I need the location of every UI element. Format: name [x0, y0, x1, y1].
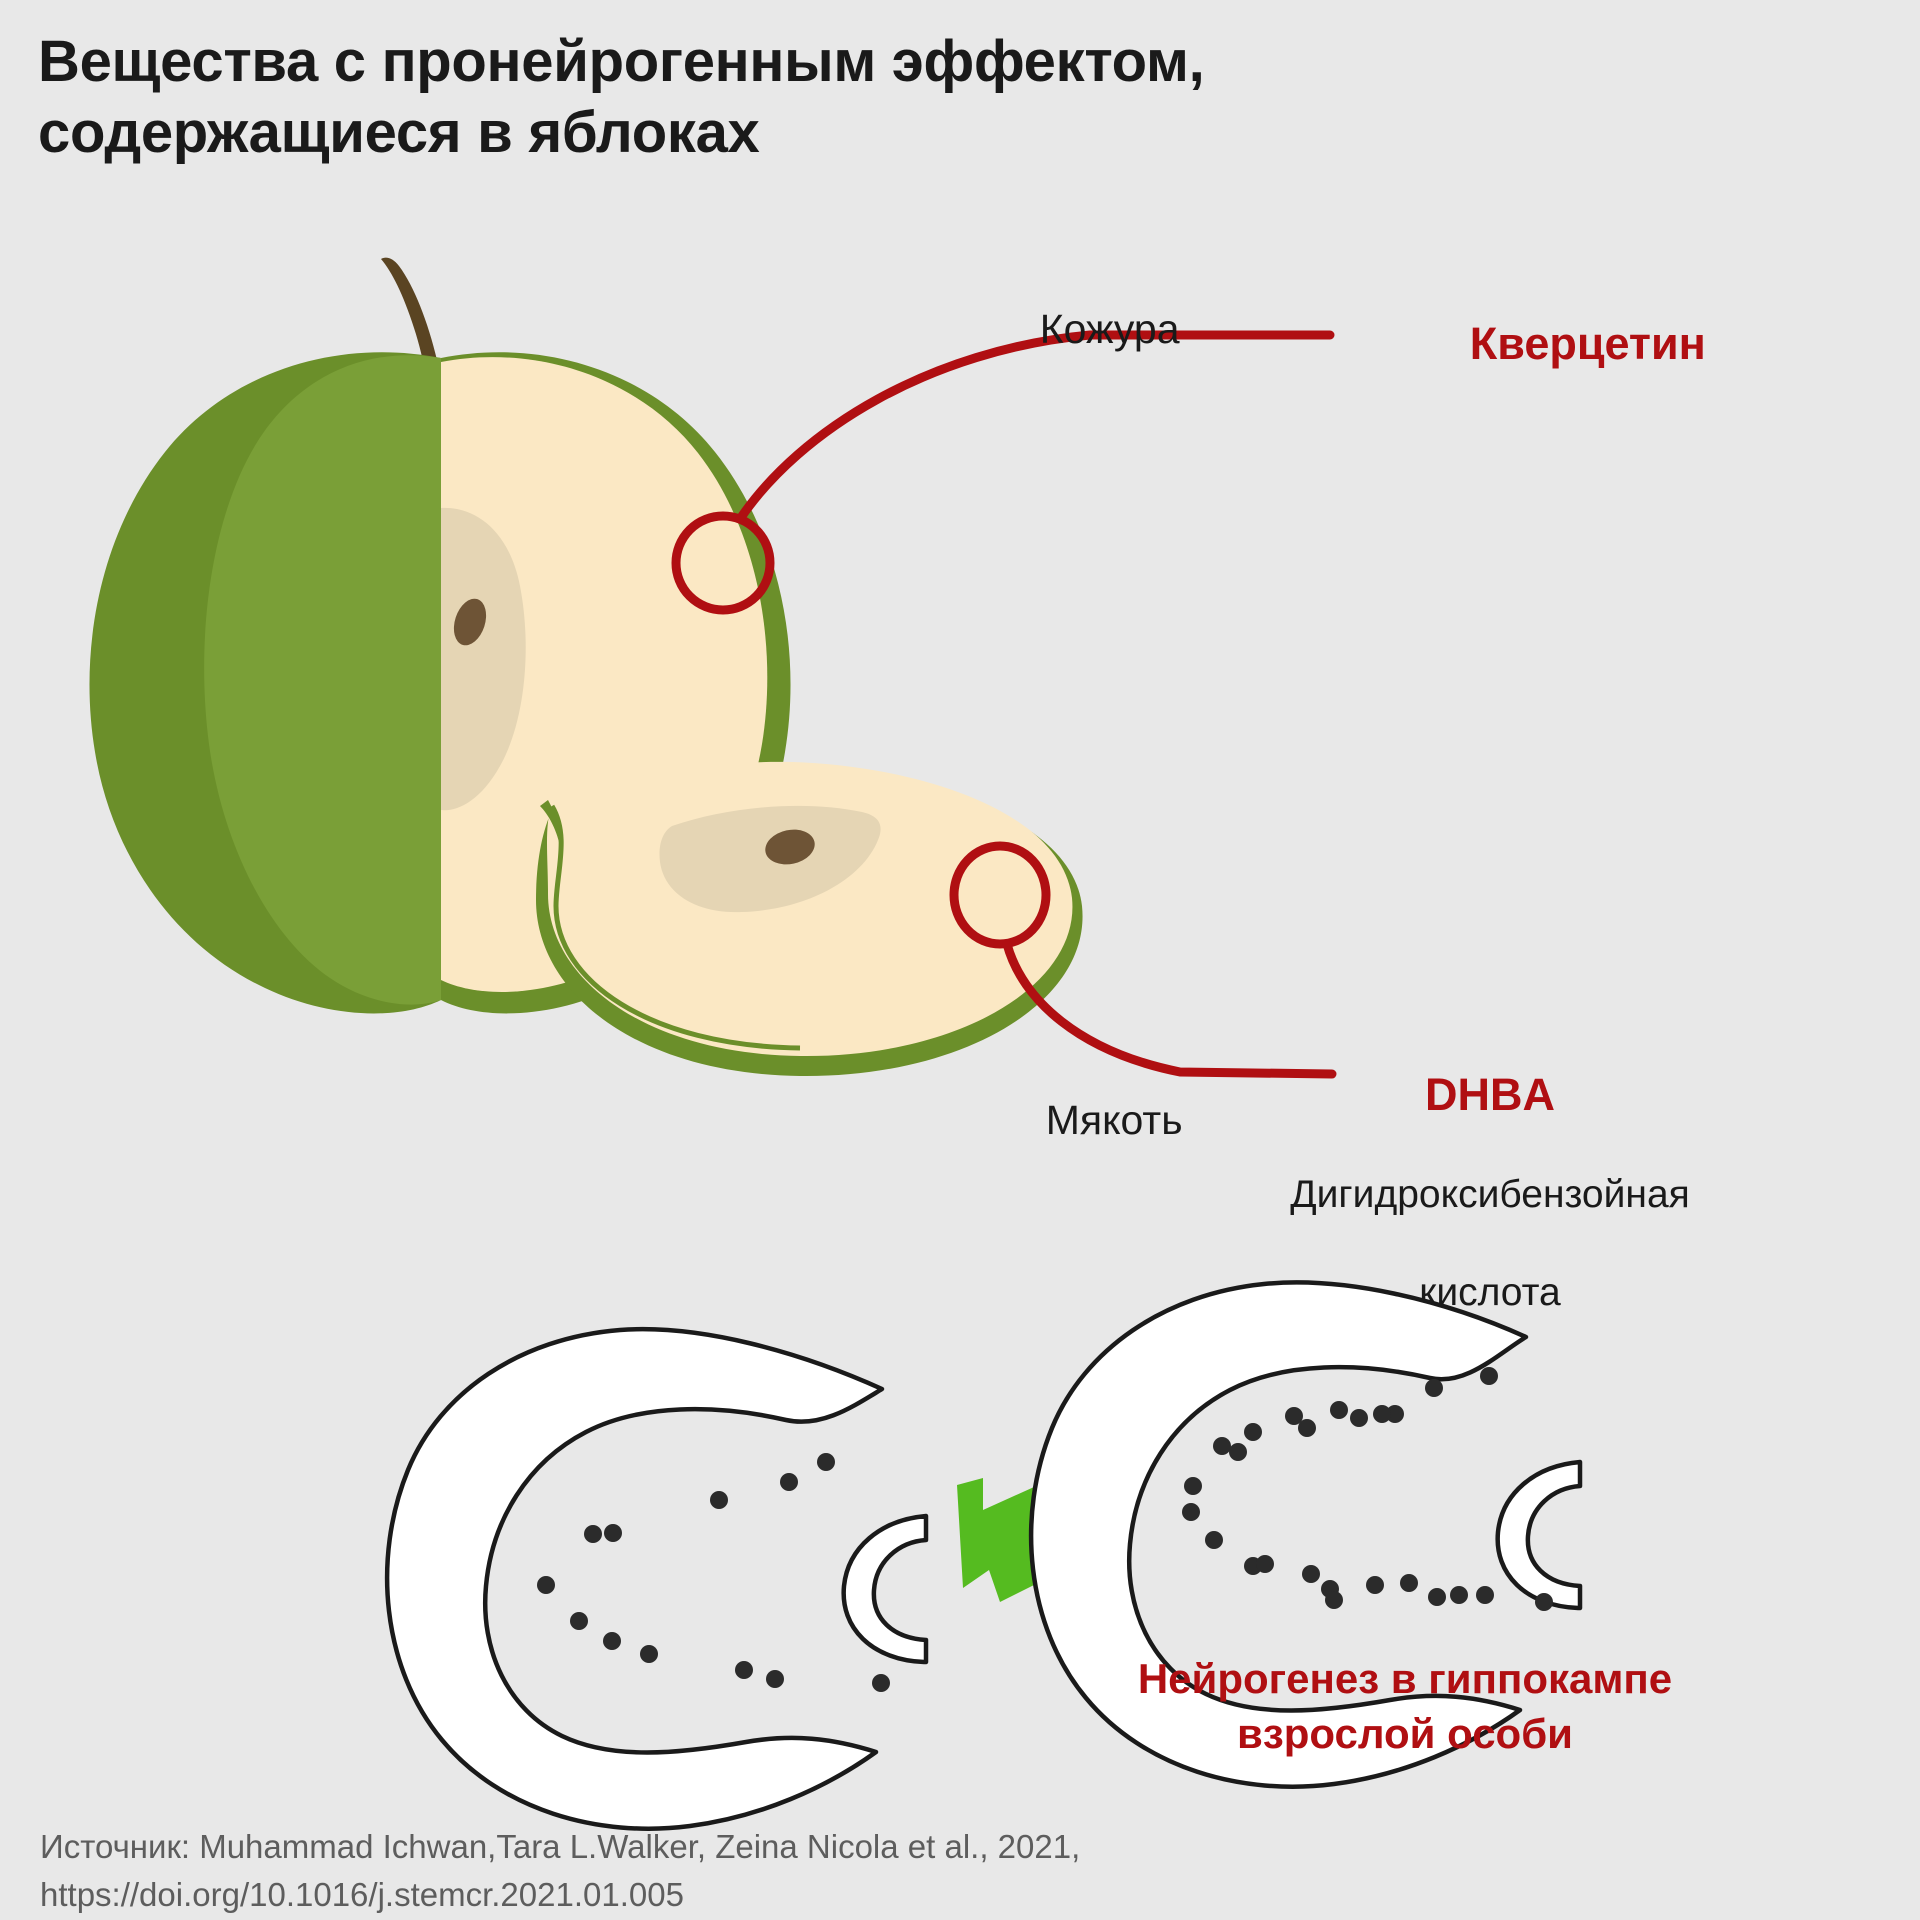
apple-seed-upper	[453, 598, 487, 646]
apple-flesh-cut	[441, 357, 768, 992]
apple-skin-light	[204, 355, 441, 1005]
callout-compound-quercetin: Кверцетин	[1452, 300, 1706, 388]
apple-slice-seed	[765, 829, 815, 865]
hippocampus-before-neurons	[537, 1453, 890, 1692]
page-title: Вещества с пронейрогенным эффектом, соде…	[38, 26, 1738, 169]
dhba-full-name-line-1: Дигидроксибензойная	[1290, 1173, 1690, 1216]
skin-part-label: Кожура	[1039, 306, 1180, 352]
page-title-line-1: Вещества с пронейрогенным эффектом,	[38, 29, 1205, 94]
hippocampus-after-neurons	[1182, 1367, 1553, 1611]
callout-label-skin: Кожура	[1022, 288, 1180, 371]
neurogenesis-caption-line-1: Нейрогенез в гиппокампе	[1137, 1655, 1673, 1702]
neurogenesis-caption: Нейрогенез в гиппокампе взрослой особи	[1010, 1652, 1800, 1761]
flesh-part-label: Мякоть	[1045, 1097, 1183, 1143]
apple-stem	[393, 262, 452, 465]
hippocampus-before-inner-hook	[841, 1513, 929, 1665]
apple-skin-dark	[89, 352, 441, 1014]
apple-slice-inner-edge	[549, 804, 801, 1051]
hippocampus-after-inner-hook	[1495, 1459, 1583, 1611]
apple-skin-rim-right	[441, 352, 791, 1014]
skin-callout-circle	[671, 511, 775, 615]
source-credit: Источник: Muhammad Ichwan,Tara L.Walker,…	[40, 1823, 1540, 1919]
page-title-line-2: содержащиеся в яблоках	[38, 100, 760, 166]
quercetin-name: Кверцетин	[1469, 318, 1706, 369]
apple-slice-skin	[536, 767, 1083, 1077]
callout-label-flesh: Мякоть	[1028, 1079, 1183, 1162]
source-line-2[interactable]: https://doi.org/10.1016/j.stemcr.2021.01…	[40, 1875, 684, 1913]
dhba-abbreviation: DHBA	[1425, 1069, 1555, 1120]
dhba-full-name-line-2: кислота	[1419, 1270, 1561, 1314]
flesh-callout-circle	[949, 841, 1051, 949]
neurogenesis-caption-line-2: взрослой особи	[1237, 1709, 1573, 1757]
callout-compound-dhba: DHBA Дигидроксибензойная кислота	[1230, 1033, 1750, 1352]
apple-slice-flesh	[547, 761, 1073, 1057]
apple-slice-notch	[540, 800, 560, 846]
source-line-1: Источник: Muhammad Ichwan,Tara L.Walker,…	[40, 1828, 1081, 1865]
apple-core-shading	[441, 507, 526, 811]
hippocampus-before	[384, 1327, 929, 1831]
hippocampus-before-outer-band	[384, 1327, 885, 1831]
apple-stem-thickness	[381, 257, 454, 466]
apple-slice-core	[659, 805, 881, 913]
green-arrow-icon	[957, 1469, 1074, 1602]
